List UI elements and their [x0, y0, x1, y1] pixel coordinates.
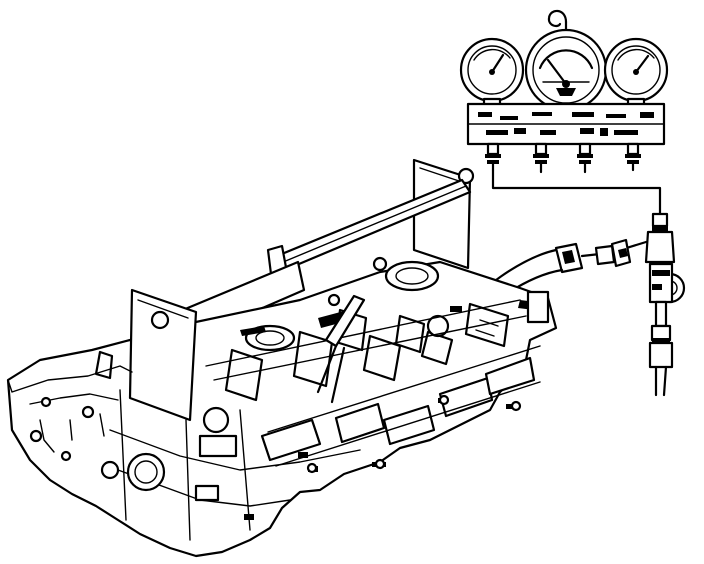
service-line — [491, 168, 662, 216]
hand-valve — [610, 212, 686, 397]
valve-train — [205, 256, 550, 402]
port-row — [260, 345, 541, 467]
right-pressure-gauge — [603, 37, 669, 109]
left-pressure-gauge — [459, 37, 525, 109]
cylinder-head — [6, 158, 558, 558]
quick-connect-coupler — [554, 242, 616, 274]
center-vacuum-gauge — [524, 28, 608, 116]
lifting-bracket-front — [128, 288, 198, 422]
manifold-fittings — [485, 142, 641, 174]
lifting-bracket-rear — [412, 158, 475, 270]
hanger-hook-icon — [547, 9, 568, 28]
gauge-manifold — [459, 9, 669, 174]
